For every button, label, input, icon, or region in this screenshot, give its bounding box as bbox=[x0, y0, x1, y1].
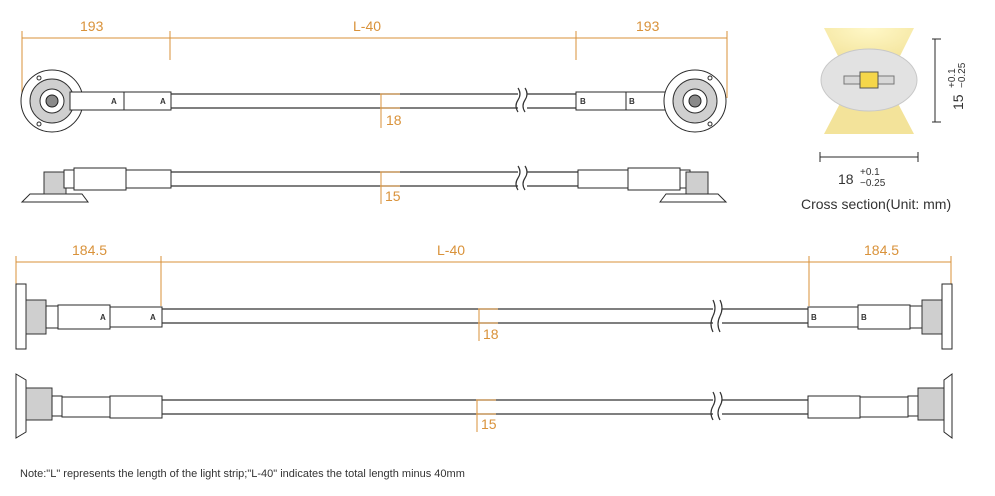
marker-a-4: A bbox=[150, 313, 156, 322]
cs-height-main: 15 bbox=[950, 94, 966, 110]
width-label-2: 18 bbox=[483, 326, 499, 342]
dimension-row-2: 184.5 L-40 184.5 bbox=[15, 242, 952, 306]
cross-section: 15 +0.1 −0.25 18 +0.1 −0.25 Cross sectio… bbox=[801, 28, 968, 212]
cs-width-plus: +0.1 bbox=[860, 167, 880, 178]
width-callout-1: 18 bbox=[380, 93, 402, 128]
width-label-1: 18 bbox=[386, 112, 402, 128]
marker-b-3: B bbox=[811, 313, 817, 322]
marker-b-1: B bbox=[580, 97, 586, 106]
view-top-square: 184.5 L-40 184.5 A A B B 18 bbox=[15, 242, 953, 350]
marker-a-3: A bbox=[100, 313, 106, 322]
cs-height-minus: −0.25 bbox=[957, 62, 968, 88]
dim-mid-label-2: L-40 bbox=[437, 242, 465, 258]
marker-a-1: A bbox=[111, 97, 117, 106]
height-dim-text: 15 +0.1 −0.25 bbox=[947, 62, 968, 110]
dimension-row-1: 193 L-40 193 bbox=[21, 18, 728, 98]
marker-b-4: B bbox=[861, 313, 867, 322]
cs-width-minus: −0.25 bbox=[860, 178, 886, 189]
left-round-flange bbox=[20, 69, 84, 133]
view-top-round: 193 L-40 193 A A B B bbox=[20, 18, 728, 133]
marker-b-2: B bbox=[629, 97, 635, 106]
dim-mid-label: L-40 bbox=[353, 18, 381, 34]
dim-right-label-2: 184.5 bbox=[864, 242, 899, 258]
view-side-round: 15 bbox=[20, 165, 728, 204]
marker-a-2: A bbox=[160, 97, 166, 106]
cs-width-main: 18 bbox=[838, 171, 854, 187]
footnote: Note:"L" represents the length of the li… bbox=[20, 468, 465, 480]
height-label-2: 15 bbox=[481, 416, 497, 432]
dim-left-label: 193 bbox=[80, 18, 104, 34]
right-round-flange bbox=[663, 69, 727, 133]
cs-height-plus: +0.1 bbox=[947, 68, 958, 88]
dim-right-label: 193 bbox=[636, 18, 660, 34]
height-label-1: 15 bbox=[385, 188, 401, 204]
view-side-square: 15 bbox=[15, 373, 953, 439]
height-callout-1: 15 bbox=[380, 171, 401, 204]
width-callout-2: 18 bbox=[478, 308, 499, 342]
cs-caption: Cross section(Unit: mm) bbox=[801, 196, 951, 212]
height-callout-2: 15 bbox=[476, 399, 497, 432]
dim-left-label-2: 184.5 bbox=[72, 242, 107, 258]
